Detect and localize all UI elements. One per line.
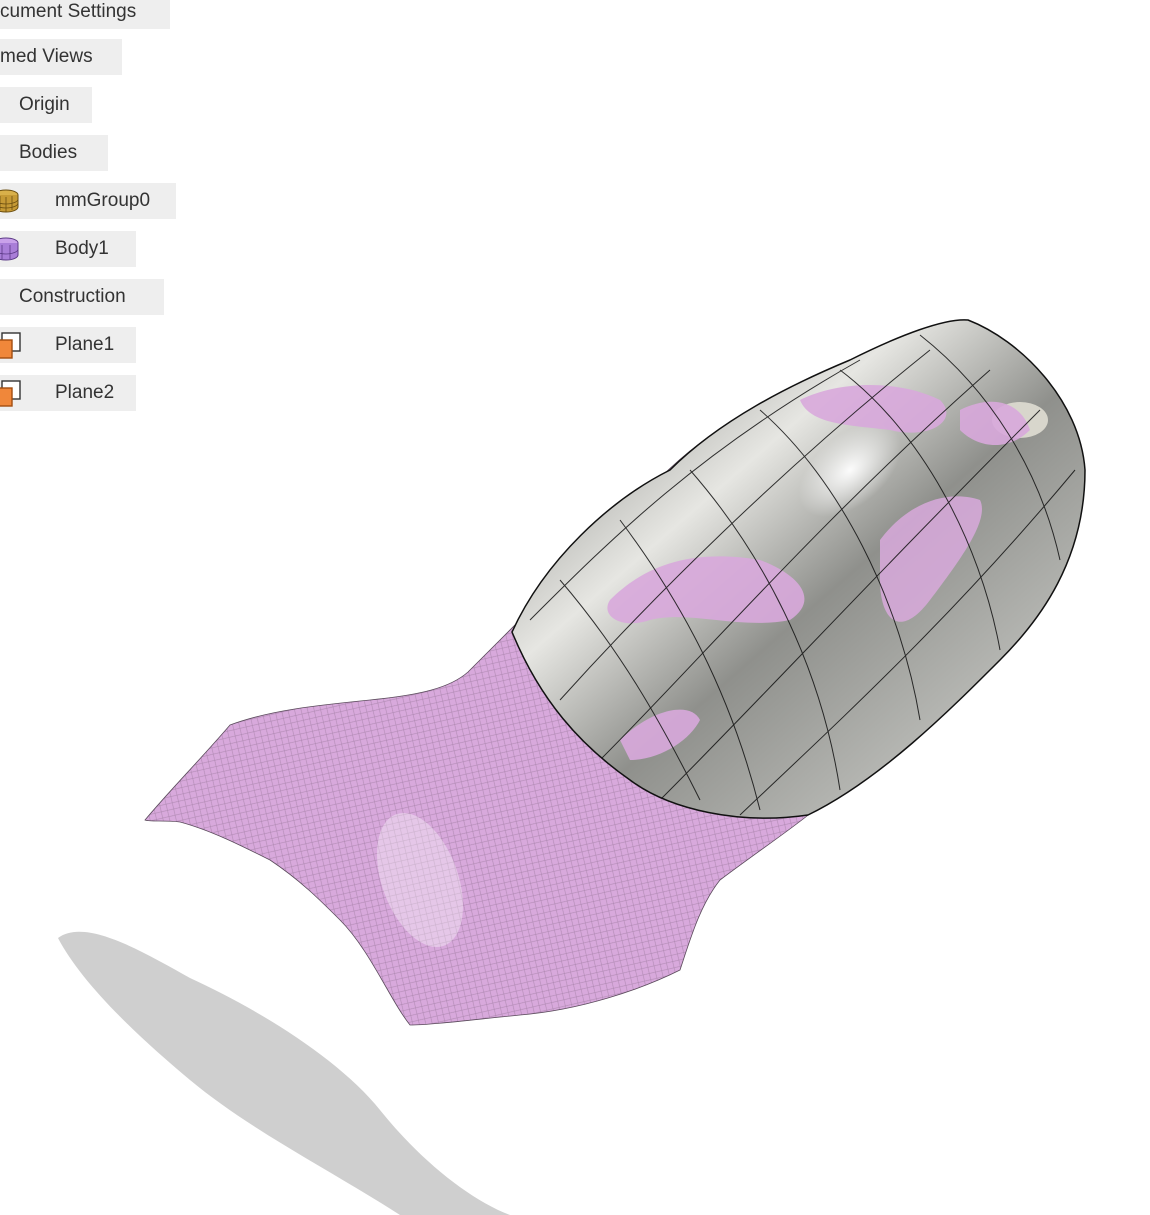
browser-tree: cument Settings med Views Origin Bodies … — [0, 0, 200, 430]
tree-node-mmgroup0[interactable]: mmGroup0 — [0, 183, 176, 219]
mesh-highlight — [377, 812, 463, 948]
surface-body-body1[interactable] — [511, 319, 1086, 819]
document-settings-label: cument Settings — [0, 1, 137, 22]
construction-plane-icon — [0, 332, 21, 359]
tree-node-construction[interactable]: Construction — [0, 279, 164, 315]
plane2-label: Plane2 — [55, 382, 115, 403]
tree-node-origin[interactable]: Origin — [0, 87, 92, 123]
mesh-group-icon — [0, 189, 19, 213]
plane1-label: Plane1 — [55, 334, 115, 355]
construction-label: Construction — [19, 286, 126, 307]
body1-label: Body1 — [55, 238, 109, 259]
mmgroup0-label: mmGroup0 — [55, 190, 151, 211]
tree-node-plane1[interactable]: Plane1 — [0, 327, 136, 363]
tree-node-bodies[interactable]: Bodies — [0, 135, 108, 171]
named-views-label: med Views — [0, 46, 93, 67]
tree-node-document-settings[interactable]: cument Settings — [0, 0, 170, 29]
tree-node-plane2[interactable]: Plane2 — [0, 375, 136, 411]
body-icon — [0, 237, 19, 261]
tree-node-body1[interactable]: Body1 — [0, 231, 136, 267]
construction-plane-icon — [0, 380, 21, 407]
origin-label: Origin — [19, 94, 70, 115]
model-shadow — [58, 931, 510, 1215]
bodies-label: Bodies — [19, 142, 78, 163]
tree-node-named-views[interactable]: med Views — [0, 39, 122, 75]
